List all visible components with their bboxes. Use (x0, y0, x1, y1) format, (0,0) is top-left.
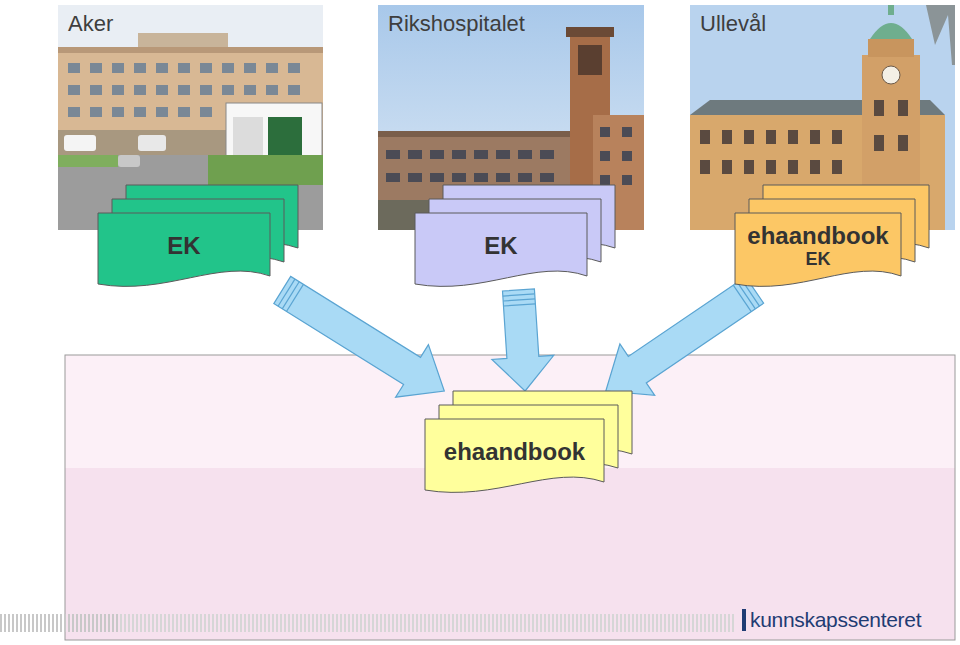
footer-stripes (0, 614, 734, 632)
arrow-tail-stripe (503, 294, 535, 296)
document-label: ehaandbook (444, 439, 585, 465)
document-sheet (415, 213, 587, 286)
document-label: EK (167, 233, 200, 259)
document-sheet (425, 419, 604, 492)
document-label: EK (484, 233, 517, 259)
photo-title: Aker (68, 11, 113, 37)
document-sheet (98, 213, 270, 286)
arrow-body (606, 277, 764, 396)
arrow-body (492, 289, 554, 391)
document-stack: EK (415, 185, 615, 290)
block-arrow (492, 289, 554, 391)
arrow-tail-stripe (733, 285, 751, 311)
document-text: EK (415, 213, 587, 280)
document-text: EK (98, 213, 270, 280)
arrow-tail-stripe (286, 284, 303, 311)
region-outline (65, 355, 955, 640)
document-text: ehaandbookEK (735, 213, 901, 280)
arrow-body (274, 276, 445, 397)
document-sheet (735, 213, 901, 286)
document-stack: ehaandbook (425, 391, 632, 496)
logo-text: kunnskapssenteret (750, 608, 921, 632)
document-stack: EK (98, 185, 298, 290)
document-stack: ehaandbookEK (735, 185, 929, 290)
document-label: EK (805, 250, 830, 270)
photo-title: Ullevål (700, 11, 766, 37)
photo-title: Rikshospitalet (388, 11, 525, 37)
document-label: ehaandbook (747, 223, 888, 249)
arrow-tail-stripe (503, 299, 535, 301)
block-arrow (606, 277, 764, 396)
document-text: ehaandbook (425, 419, 604, 486)
arrow-tail-stripe (503, 304, 535, 306)
region-bottom (65, 468, 955, 640)
logo-bar (742, 609, 746, 631)
block-arrow (274, 276, 445, 397)
